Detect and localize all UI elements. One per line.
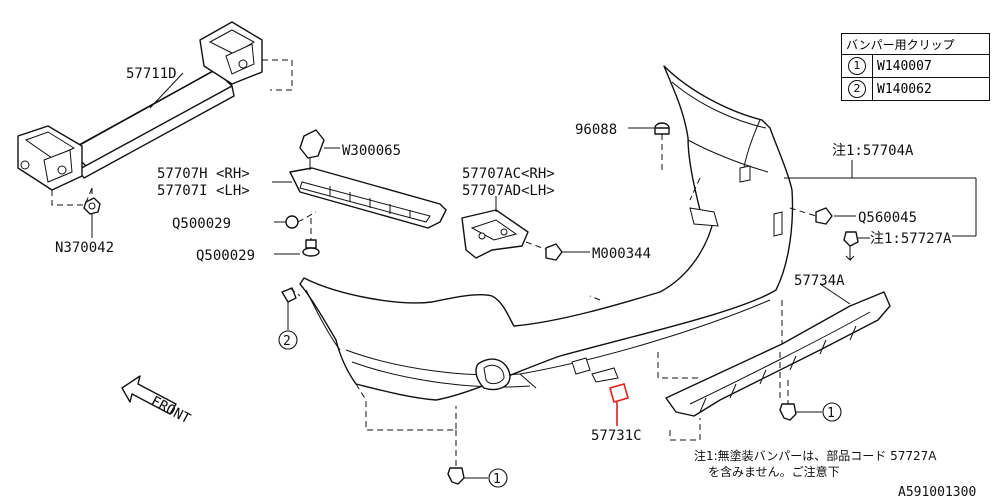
clip-W300065 bbox=[299, 129, 325, 170]
clip-number: 2 bbox=[848, 80, 866, 98]
clip-W140007-bottom bbox=[447, 430, 488, 485]
grommet-96088 bbox=[628, 122, 670, 170]
footnote-line1: 注1:無塗装バンパーは、部品コード 57727A bbox=[694, 448, 937, 463]
label-57731C: 57731C bbox=[591, 428, 642, 444]
label-57707AD: 57707AD<LH> bbox=[462, 183, 555, 199]
clip-code: W140007 bbox=[872, 54, 990, 78]
label-N370042: N370042 bbox=[55, 240, 114, 256]
callout-1-bottom: 1 bbox=[493, 472, 501, 487]
label-96088: 96088 bbox=[575, 122, 617, 138]
label-Q500029-a: Q500029 bbox=[172, 216, 231, 232]
label-M000344: M000344 bbox=[592, 246, 651, 262]
rear-bumper-57704A bbox=[299, 65, 794, 401]
label-Q500029-b: Q500029 bbox=[196, 248, 255, 264]
bracket-57707AC-AD bbox=[461, 209, 529, 259]
screw-Q500029-b bbox=[302, 218, 320, 257]
label-57711D: 57711D bbox=[126, 66, 177, 82]
label-57707H: 57707H <RH> bbox=[157, 166, 250, 182]
label-57734A: 57734A bbox=[794, 273, 845, 289]
clip-57727A bbox=[843, 231, 859, 262]
clip-W140007-right bbox=[779, 380, 822, 421]
clip-W140062 bbox=[281, 287, 301, 330]
screw-Q560045 bbox=[789, 207, 856, 225]
clip-table-header: バンパー用クリップ bbox=[841, 33, 990, 55]
callout-2: 2 bbox=[283, 334, 291, 349]
label-57707I: 57707I <LH> bbox=[157, 183, 250, 199]
diagram-code: A591001300 bbox=[898, 485, 976, 500]
footnote-line2: を含みません。ご注意下 bbox=[708, 464, 840, 479]
bracket-57707H-I bbox=[289, 167, 447, 229]
part-57731C-highlighted bbox=[609, 383, 629, 426]
callout-1-right: 1 bbox=[827, 406, 835, 421]
lower-cover-57734A bbox=[665, 291, 891, 417]
screw-Q500029-a bbox=[274, 211, 317, 229]
label-57704A: 注1:57704A bbox=[832, 143, 914, 159]
clip-table-row: 1 W140007 bbox=[841, 54, 990, 78]
nut-N370042 bbox=[83, 188, 101, 215]
front-label: FRONT bbox=[148, 393, 193, 427]
bumper-beam-57711D bbox=[17, 21, 263, 191]
clip-table: バンパー用クリップ 1 W140007 2 W140062 bbox=[841, 33, 990, 101]
label-57707AC: 57707AC<RH> bbox=[462, 166, 555, 182]
label-Q560045: Q560045 bbox=[858, 210, 917, 226]
clip-number: 1 bbox=[848, 57, 866, 75]
label-57727A: 注1:57727A bbox=[870, 231, 952, 247]
front-arrow-icon bbox=[121, 375, 177, 415]
label-W300065: W300065 bbox=[342, 143, 401, 159]
clip-code: W140062 bbox=[872, 77, 990, 101]
clip-table-row: 2 W140062 bbox=[841, 77, 990, 101]
screw-M000344 bbox=[525, 241, 590, 261]
